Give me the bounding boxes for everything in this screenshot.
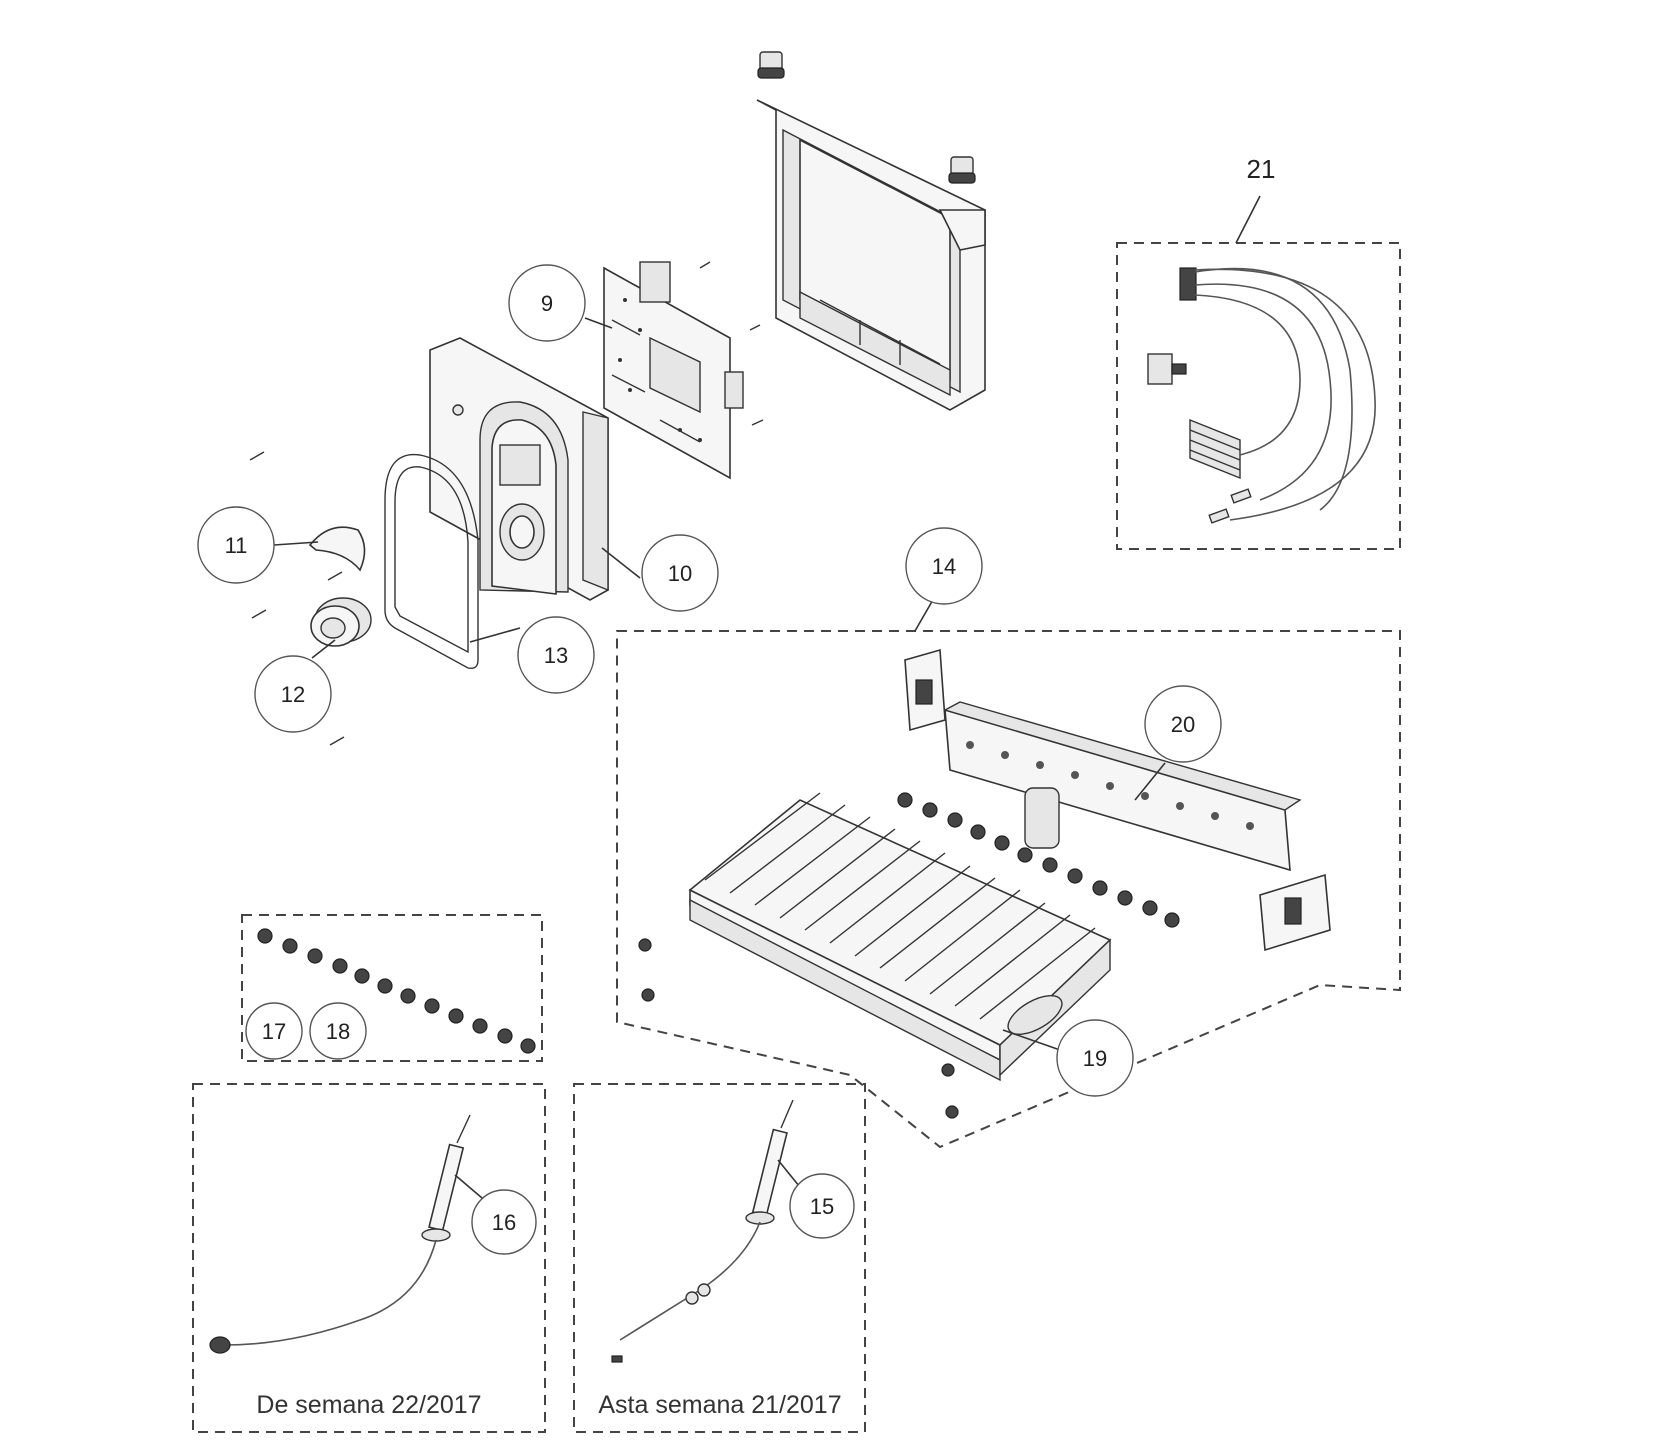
callout-18-label: 18: [326, 1019, 350, 1044]
callout-21-label: 21: [1247, 154, 1276, 184]
callout-11-label: 11: [225, 533, 248, 558]
control-knob: [310, 597, 372, 647]
callout-19: 19: [1056, 1019, 1134, 1097]
callout-20: 20: [1144, 685, 1222, 763]
gas-manifold: [943, 701, 1302, 872]
caption-new-version: De semana 22/2017: [256, 1391, 481, 1419]
seal-washers: [257, 928, 536, 1054]
callout-9-label: 9: [541, 291, 553, 316]
callout-10-label: 10: [668, 561, 692, 586]
callout-13: 13: [517, 616, 595, 694]
callout-13-label: 13: [544, 643, 568, 668]
burner-screw: [638, 938, 959, 1119]
callout-18: 18: [309, 1002, 367, 1060]
seals-box: [241, 914, 543, 1062]
burner-bracket-right: [1259, 873, 1331, 952]
callout-15-label: 15: [810, 1194, 834, 1219]
callout-11: 11: [197, 506, 275, 584]
wiring-kit-box: [1116, 242, 1401, 550]
callout-17-label: 17: [262, 1019, 286, 1044]
electrode-box-new: [192, 1083, 546, 1433]
callout-17: 17: [245, 1002, 303, 1060]
callout-10: 10: [641, 534, 719, 612]
panel-screw: [249, 451, 345, 746]
front-gasket: [384, 453, 479, 670]
callout-12-label: 12: [281, 682, 305, 707]
ignition-electrode-old: [611, 1099, 794, 1363]
callout-16-label: 16: [492, 1210, 516, 1235]
electrode-box-old: [573, 1083, 866, 1433]
callout-9: 9: [508, 264, 586, 342]
rear-housing-frame: [756, 99, 986, 411]
wiring-kit: [1147, 267, 1376, 524]
injector-nozzles: [897, 792, 1180, 928]
knob-cover: [308, 526, 366, 572]
callout-14-label: 14: [932, 554, 956, 579]
callout-12: 12: [254, 655, 332, 733]
front-gasket-inner: [394, 466, 469, 654]
callout-14: 14: [905, 527, 983, 605]
ignition-electrode-new: [209, 1114, 471, 1354]
callout-16: 16: [471, 1189, 537, 1255]
burner-block: [688, 792, 1112, 1082]
callout-15: 15: [789, 1173, 855, 1239]
electronic-board: [603, 261, 744, 480]
caption-old-version: Asta semana 21/2017: [598, 1391, 841, 1419]
board-screw: [699, 261, 764, 426]
burner-bracket-left: [904, 648, 946, 732]
callout-19-label: 19: [1083, 1046, 1107, 1071]
front-panel: [429, 337, 609, 601]
callout-20-label: 20: [1171, 712, 1195, 737]
mounting-screw: [757, 51, 976, 184]
